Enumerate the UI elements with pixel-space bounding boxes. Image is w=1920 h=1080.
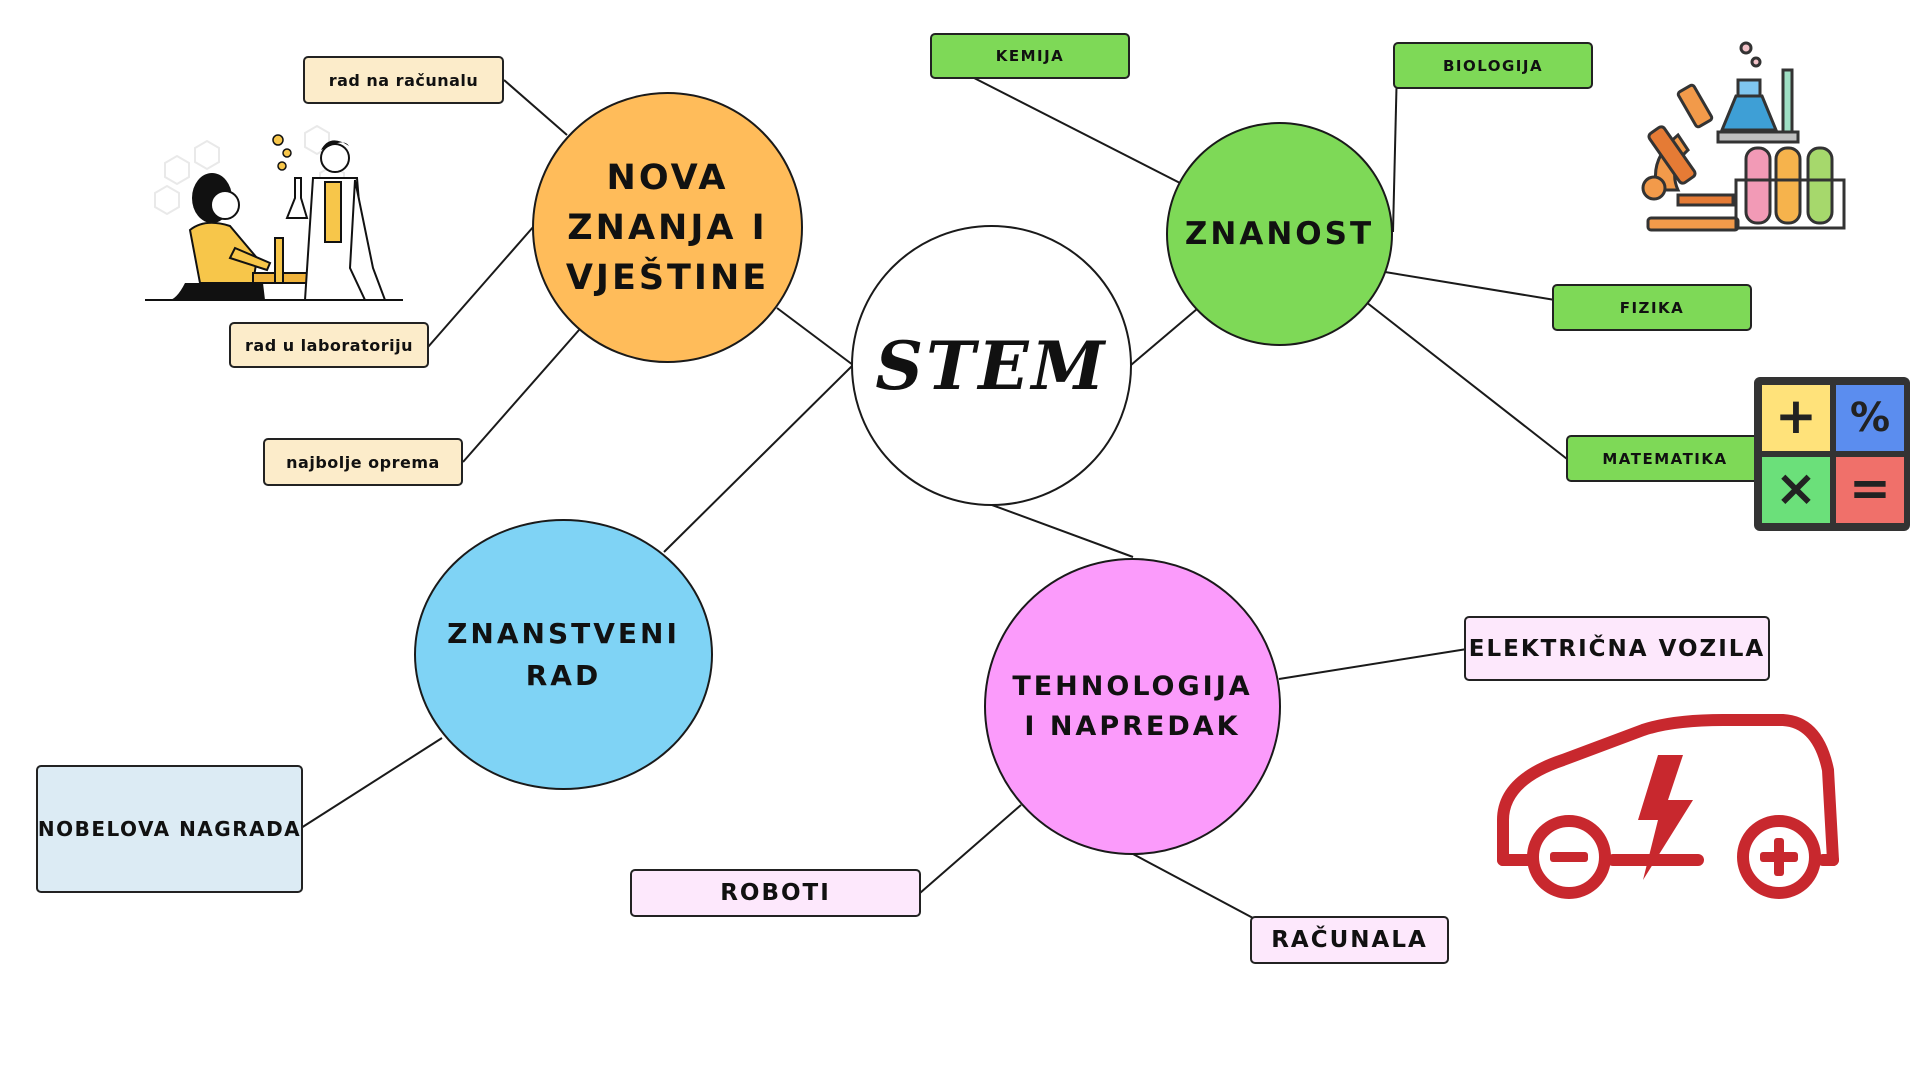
item-biologija-label: BIOLOGIJA — [1442, 56, 1544, 75]
line-teh-vozila — [1278, 648, 1468, 680]
hub-tehnologija-label: TEHNOLOGIJA I NAPREDAK — [1012, 670, 1253, 742]
item-racunala: RAČUNALA — [1250, 916, 1449, 964]
item-rad-na-racunalu: rad na računalu — [303, 56, 504, 104]
line-teh-roboti — [919, 804, 1022, 894]
scientists-illustration — [145, 124, 403, 301]
calc-plus: + — [1775, 387, 1817, 445]
line-znanost-matematika — [1365, 301, 1568, 460]
item-kemija: KEMIJA — [930, 33, 1130, 79]
item-elektricna-vozila-label: ELEKTRIČNA VOZILA — [1468, 635, 1766, 662]
item-matematika: MATEMATIKA — [1566, 435, 1764, 482]
item-racunala-label: RAČUNALA — [1271, 927, 1428, 953]
calc-times: × — [1775, 459, 1817, 517]
line-znanost-fizika — [1384, 271, 1556, 301]
hub-znanost-label: ZNANOST — [1184, 216, 1375, 252]
center-stem-label: STEM — [875, 326, 1108, 405]
item-nobelova-nagrada: NOBELOVA NAGRADA — [36, 765, 303, 893]
calc-percent: % — [1850, 395, 1890, 441]
item-biologija: BIOLOGIJA — [1393, 42, 1593, 89]
line-teh-racunala — [1132, 853, 1254, 919]
hub-nova-znanja-label: NOVA ZNANJA I VJEŠTINE — [565, 157, 770, 298]
item-matematika-label: MATEMATIKA — [1602, 449, 1728, 468]
item-rad-u-laboratoriju: rad u laboratoriju — [229, 322, 429, 368]
line-nova-laboratorij — [427, 225, 535, 348]
item-najbolje-oprema-label: najbolje oprema — [286, 452, 440, 472]
line-stem-tehnologija — [991, 504, 1134, 558]
item-roboti: ROBOTI — [630, 869, 921, 917]
lab-equipment-icon — [1641, 41, 1846, 232]
item-nobelova-nagrada-label: NOBELOVA NAGRADA — [37, 817, 302, 841]
hub-tehnologija: TEHNOLOGIJA I NAPREDAK — [984, 558, 1281, 855]
item-kemija-label: KEMIJA — [995, 47, 1065, 65]
item-roboti-label: ROBOTI — [720, 880, 831, 906]
item-rad-na-racunalu-label: rad na računalu — [328, 70, 479, 90]
center-stem: STEM — [851, 225, 1132, 506]
electric-car-icon — [1497, 714, 1839, 899]
hub-znanstveni-rad: ZNANSTVENI RAD — [414, 519, 713, 790]
item-rad-u-laboratoriju-label: rad u laboratoriju — [245, 335, 413, 355]
hub-znanost: ZNANOST — [1166, 122, 1393, 346]
hub-znanstveni-rad-label: ZNANSTVENI RAD — [447, 616, 680, 692]
line-stem-znanost — [1130, 308, 1198, 366]
line-znanost-biologija — [1392, 65, 1398, 233]
item-fizika: FIZIKA — [1552, 284, 1752, 331]
calc-equals: = — [1849, 459, 1891, 517]
item-elektricna-vozila: ELEKTRIČNA VOZILA — [1464, 616, 1770, 681]
line-stem-znanstveni — [663, 364, 854, 553]
line-nova-oprema — [462, 329, 580, 463]
line-znanstveni-nobel — [300, 737, 443, 829]
calculator-icon: + % × = — [1754, 377, 1910, 531]
line-nova-racunalu — [503, 79, 568, 136]
item-fizika-label: FIZIKA — [1619, 298, 1685, 317]
line-stem-nova — [776, 307, 854, 366]
item-najbolje-oprema: najbolje oprema — [263, 438, 463, 486]
hub-nova-znanja: NOVA ZNANJA I VJEŠTINE — [532, 92, 803, 363]
